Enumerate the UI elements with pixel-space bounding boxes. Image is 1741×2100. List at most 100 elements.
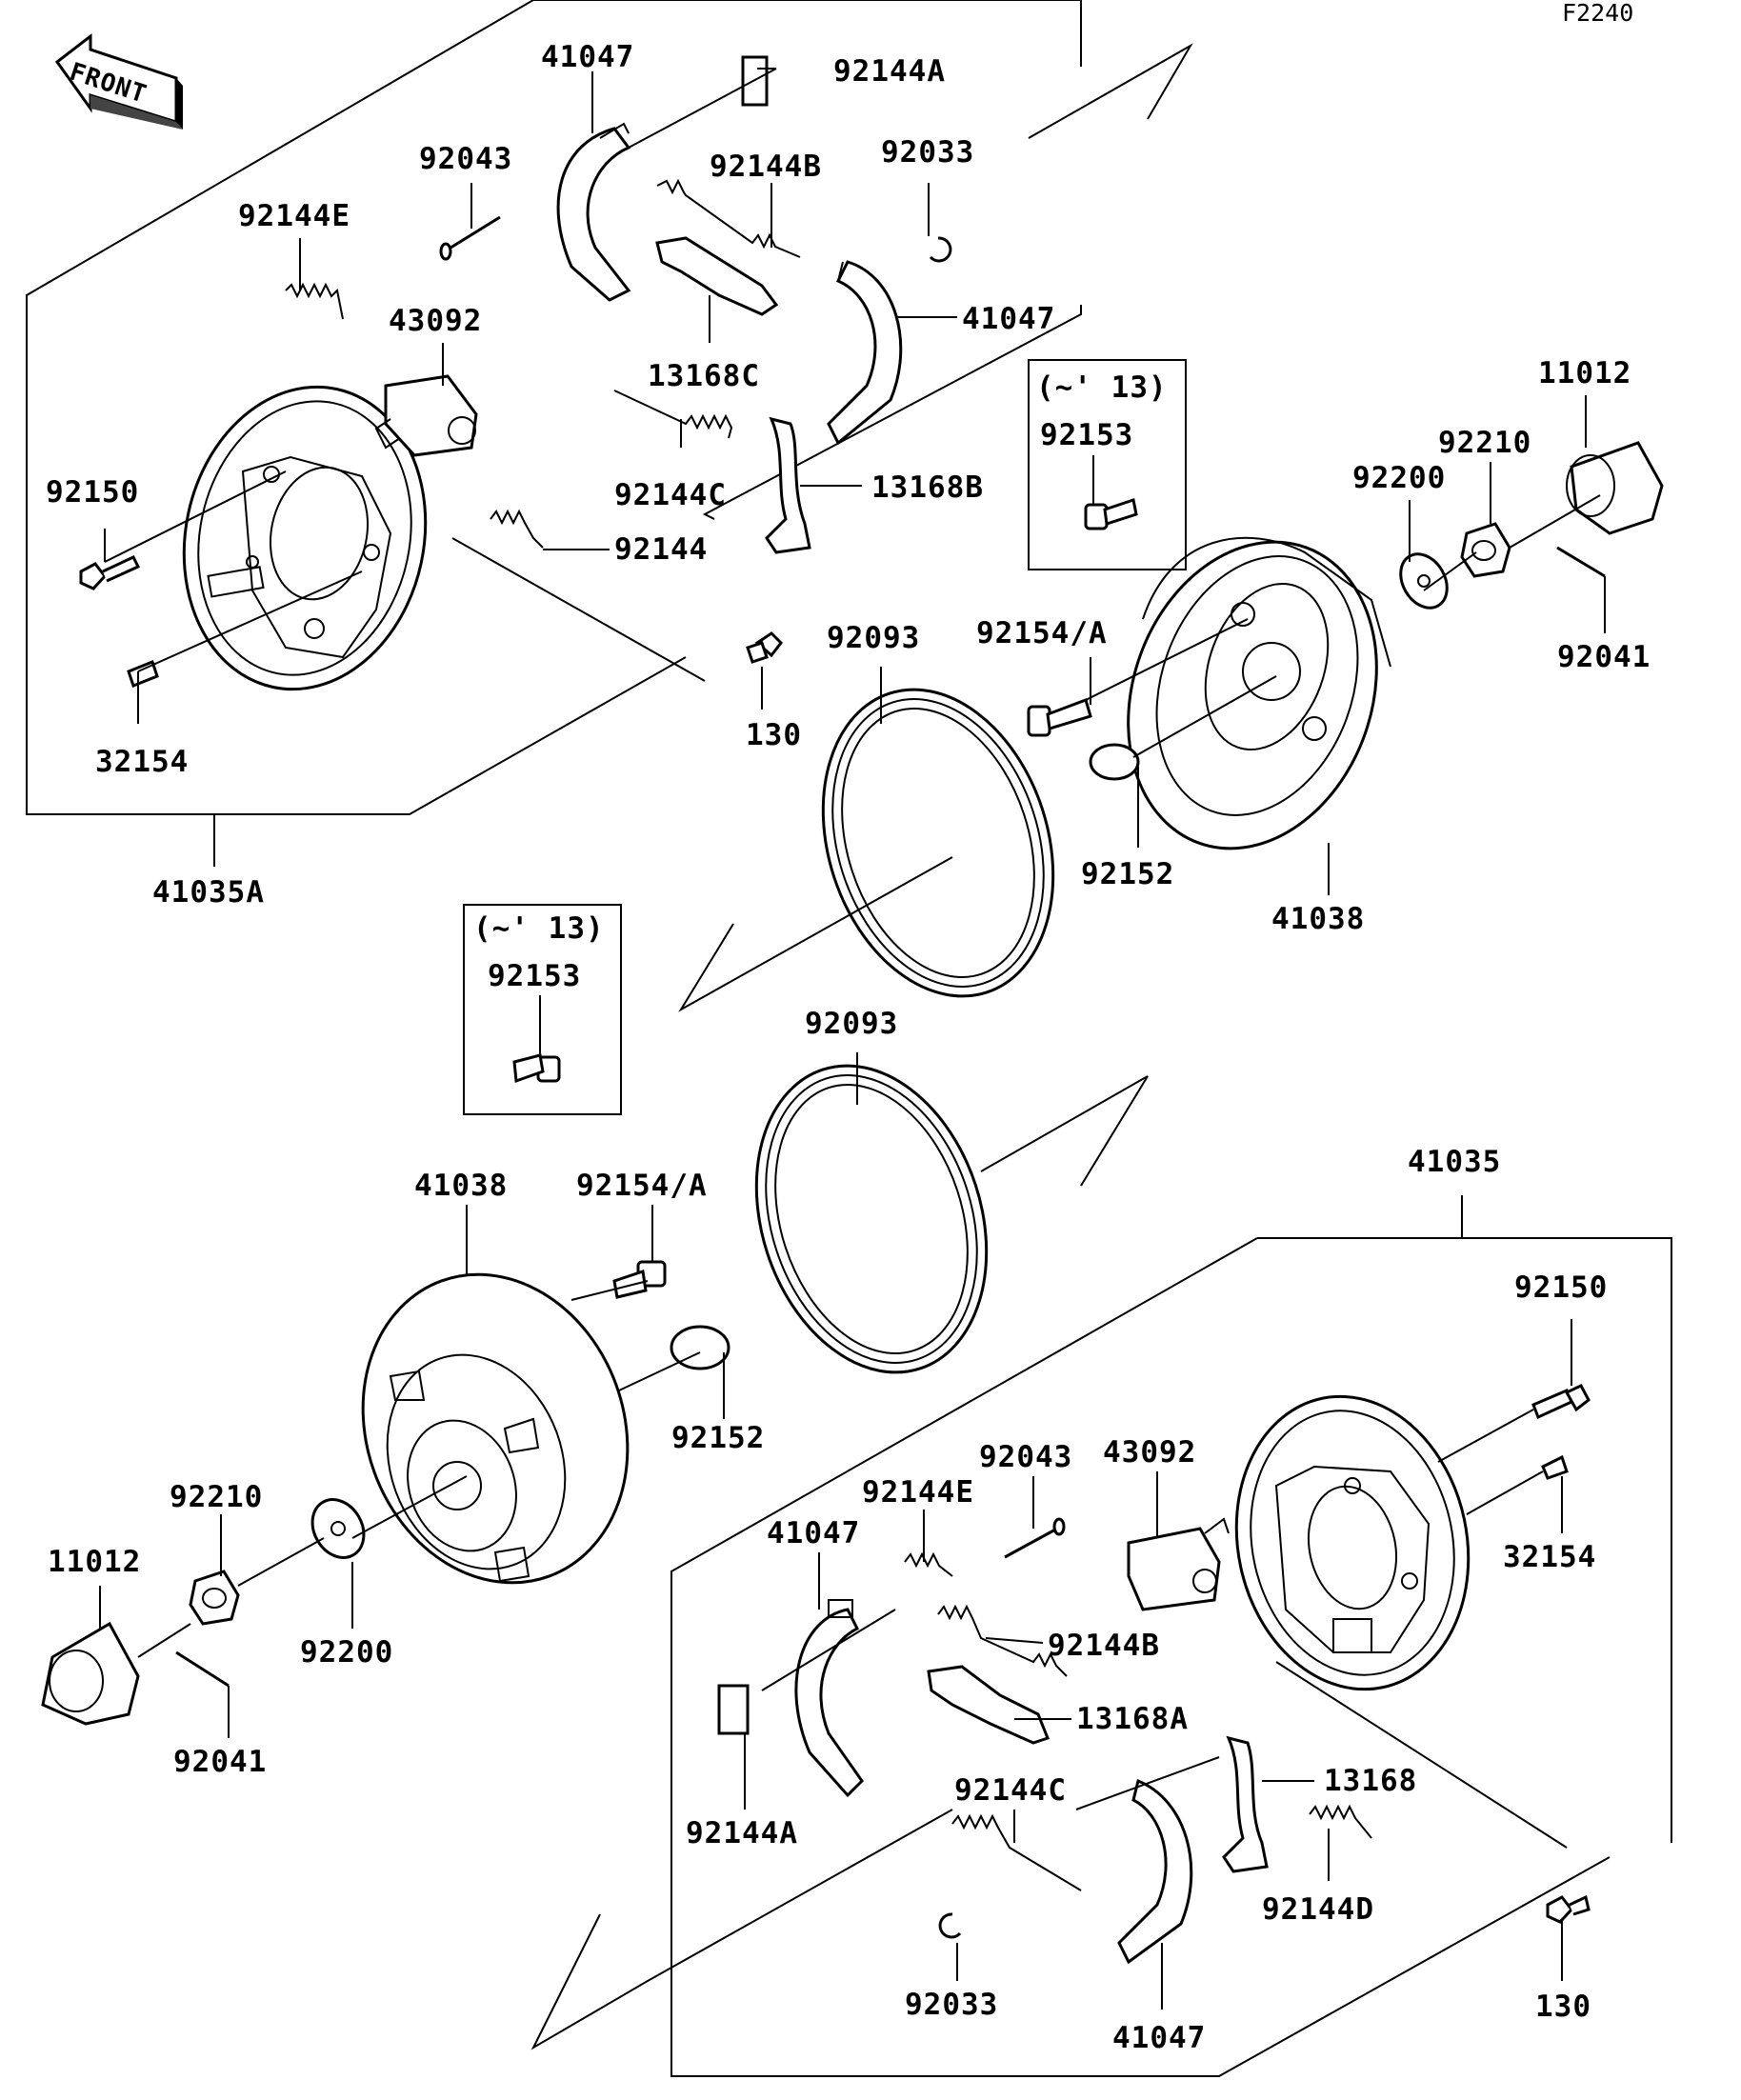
label-92144C: 92144C xyxy=(954,1773,1067,1808)
part-labels: 41047 92144A 92043 92144B 92033 92144E 4… xyxy=(46,40,1651,2055)
label-92144A: 92144A xyxy=(686,1816,798,1850)
upper-seal-92093 xyxy=(821,688,1055,998)
label-92154A: 92154/A xyxy=(976,616,1108,650)
label-32154: 32154 xyxy=(1503,1540,1596,1574)
lower-clip-92033 xyxy=(938,1912,962,1939)
label-92033: 92033 xyxy=(881,135,974,170)
lower-spring-92144D xyxy=(1309,1804,1372,1839)
upper-variant-bolt-92153 xyxy=(1084,498,1138,530)
label-11012: 11012 xyxy=(1538,356,1631,390)
label-92144E: 92144E xyxy=(238,199,350,233)
lower-wheel-cylinder xyxy=(1127,1517,1230,1611)
upper-adjuster-13168C xyxy=(655,236,779,316)
label-13168C: 13168C xyxy=(648,359,760,393)
lower-brake-shoe-1 xyxy=(794,1599,864,1798)
lower-cap-11012 xyxy=(41,1621,140,1726)
label-92153: 92153 xyxy=(1040,418,1133,452)
upper-spring-92144 xyxy=(490,509,544,549)
label-92150: 92150 xyxy=(46,475,139,510)
label-92093: 92093 xyxy=(827,621,920,655)
label-92144E: 92144E xyxy=(862,1475,974,1510)
label-92154A: 92154/A xyxy=(576,1169,708,1203)
upper-spring-92144E xyxy=(285,282,344,320)
lower-spring-92144E xyxy=(904,1551,953,1577)
lower-seal-92093 xyxy=(754,1064,989,1374)
upper-bleeder-32154 xyxy=(127,660,159,688)
lower-lever-13168 xyxy=(1222,1735,1269,1873)
label-92152: 92152 xyxy=(1081,857,1174,891)
label-92144: 92144 xyxy=(614,532,708,567)
label-41035: 41035 xyxy=(1408,1145,1501,1179)
lower-variant-box xyxy=(463,904,622,1115)
label-13168B: 13168B xyxy=(871,470,984,505)
label-41047: 41047 xyxy=(767,1516,860,1550)
label-41035A: 41035A xyxy=(152,875,265,910)
lower-backing-plate xyxy=(1234,1394,1471,1691)
label-92144C: 92144C xyxy=(614,478,727,512)
leader-lines xyxy=(99,68,1606,2010)
upper-lever-13168B xyxy=(765,416,811,554)
label-13168: 13168 xyxy=(1324,1764,1417,1798)
label-92041: 92041 xyxy=(173,1745,267,1779)
label-92043: 92043 xyxy=(979,1440,1072,1474)
variant-note: (~' 13) xyxy=(473,911,605,946)
label-92152: 92152 xyxy=(671,1421,765,1455)
lower-pin-92043 xyxy=(1004,1517,1066,1559)
lower-bleeder-32154 xyxy=(1541,1454,1569,1480)
lower-assembly-outline xyxy=(530,1237,1672,2077)
upper-spring-92144C xyxy=(613,390,733,439)
upper-bolt-130 xyxy=(746,631,783,664)
upper-assembly-outline xyxy=(26,0,1193,815)
label-92041: 92041 xyxy=(1557,640,1651,674)
label-130: 130 xyxy=(1535,1990,1591,2024)
label-41047: 41047 xyxy=(962,302,1055,336)
lower-bolt-130 xyxy=(1546,1894,1591,1924)
label-41047: 41047 xyxy=(541,40,634,74)
label-92200: 92200 xyxy=(1352,461,1446,495)
upper-brake-shoe-2 xyxy=(827,260,903,446)
lower-washer-92200 xyxy=(310,1498,366,1559)
lower-brake-drum xyxy=(361,1272,630,1585)
label-41038: 41038 xyxy=(414,1169,508,1203)
upper-cotter-92041 xyxy=(1556,546,1606,578)
lower-clip-92144A xyxy=(717,1684,750,1735)
lower-bolt-92150 xyxy=(1531,1384,1591,1420)
upper-washer-92200 xyxy=(1399,552,1449,610)
label-92200: 92200 xyxy=(300,1635,393,1670)
variant-note: (~' 13) xyxy=(1036,370,1168,405)
upper-wheel-cylinder xyxy=(374,374,478,457)
label-13168A: 13168A xyxy=(1076,1702,1189,1736)
lower-spring-92144B xyxy=(937,1604,1068,1677)
label-92144B: 92144B xyxy=(710,150,822,184)
lower-brake-shoe-2 xyxy=(1117,1778,1193,1965)
label-92150: 92150 xyxy=(1514,1270,1608,1305)
label-92210: 92210 xyxy=(1438,426,1531,460)
lower-cotter-92041 xyxy=(175,1650,230,1688)
upper-stud-92154A xyxy=(1027,698,1092,737)
label-92043: 92043 xyxy=(419,142,512,176)
lower-adjuster-13168A xyxy=(927,1665,1050,1745)
upper-variant-box xyxy=(1028,359,1187,570)
label-32154: 32154 xyxy=(95,745,189,779)
label-92144A: 92144A xyxy=(833,54,946,89)
upper-brake-shoe-1 xyxy=(556,122,631,302)
upper-clip-92033 xyxy=(929,236,952,263)
label-92093: 92093 xyxy=(805,1007,898,1041)
lower-variant-bolt-92153 xyxy=(512,1053,561,1084)
label-43092: 43092 xyxy=(389,304,482,338)
label-92153: 92153 xyxy=(488,959,581,993)
label-11012: 11012 xyxy=(48,1545,141,1579)
label-92144D: 92144D xyxy=(1262,1892,1374,1927)
label-41038: 41038 xyxy=(1271,902,1365,936)
label-92210: 92210 xyxy=(170,1480,263,1514)
label-92144B: 92144B xyxy=(1048,1629,1160,1663)
lower-nut-92210 xyxy=(189,1570,240,1626)
upper-pin-92043 xyxy=(439,215,501,261)
label-92033: 92033 xyxy=(905,1988,998,2022)
upper-nut-92210 xyxy=(1460,522,1511,578)
upper-seal-92152 xyxy=(1089,743,1140,781)
figure-code: F2240 xyxy=(1562,0,1633,27)
front-arrow-icon: FRONT xyxy=(54,32,183,130)
label-130: 130 xyxy=(746,718,802,752)
upper-cap-11012 xyxy=(1566,441,1664,535)
